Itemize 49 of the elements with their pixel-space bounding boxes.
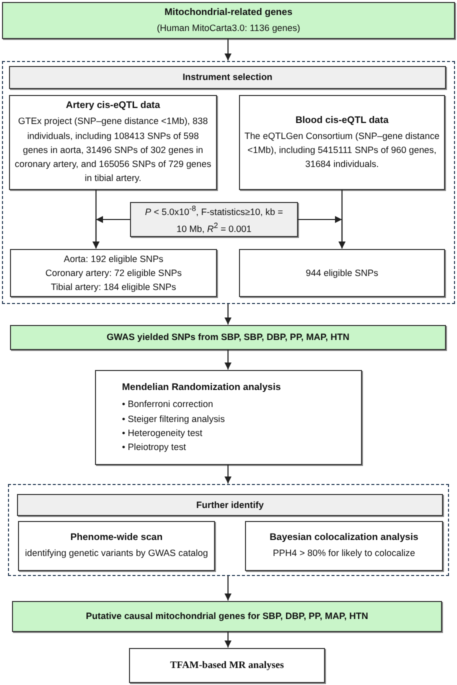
box-text: Tibial artery: 184 eligible SNPs [50, 281, 176, 294]
arrow [298, 216, 346, 248]
section-header-box [17, 494, 443, 516]
dashed-group-frame [2, 61, 455, 304]
box-text: GWAS yielded SNPs from SBP, SBP, DBP, PP, MAP, HTN [106, 331, 350, 344]
arrow [92, 216, 130, 248]
process-box [95, 370, 362, 465]
bullet-item: • Heterogeneity test [122, 426, 202, 440]
box-text: The eQTLGen Consortium (SNP–gene distance <1Mb), including 5415111 SNPs of 960 genes, 31684 individuals. [244, 130, 440, 172]
process-box [18, 521, 215, 571]
arrow [224, 576, 232, 600]
box-text: (Human MitoCarta3.0: 1136 genes) [156, 22, 300, 35]
stage-box [2, 2, 455, 39]
box-text: identifying genetic variants by GWAS catalog [25, 547, 208, 560]
process-box [239, 95, 445, 190]
arrow [224, 39, 232, 60]
box-text: Instrument selection [182, 71, 272, 84]
box-text: PPH4 > 80% for likely to colocalize [272, 547, 416, 560]
box-text: Coronary artery: 72 eligible SNPs [45, 266, 182, 280]
bullet-item: • Bonferroni correction [122, 398, 214, 412]
stage-box [12, 601, 442, 632]
bullet-item: • Steiger filtering analysis [122, 412, 225, 426]
box-heading: Artery cis-eQTL data [66, 99, 160, 114]
arrow [224, 350, 232, 370]
arrow [224, 632, 232, 648]
box-heading: Mitochondrial-related genes [164, 6, 292, 20]
box-text: Further identify [196, 498, 264, 512]
box-text: GTEx project (SNP–gene distance <1Mb), 838 individuals, including 108413 SNPs of 598 genes in aorta, 31496 SNPs of 302 genes in coronary artery, and 165056 SNPs of 729 genes in tibial artery. [14, 115, 212, 186]
box-text: Aorta: 192 eligible SNPs [64, 252, 164, 266]
stage-box [10, 325, 446, 350]
box-text: TFAM-based MR analyses [170, 658, 284, 673]
process-box [239, 249, 445, 297]
box-text: P < 5.0x10$^{-8}$, F-statistics≥10, kb = 10 Mb, R$^{2}$ = 0.001 [145, 203, 283, 236]
section-header-box [9, 66, 446, 89]
arrow [224, 304, 232, 324]
box-heading: Phenome-wide scan [70, 531, 163, 546]
box-heading: Blood cis-eQTL data [295, 114, 389, 128]
box-heading: Mendelian Randomization analysis [122, 380, 281, 395]
arrow [224, 465, 232, 484]
process-box [129, 648, 325, 683]
box-text: Putative causal mitochondrial genes for SBP, DBP, PP, MAP, HTN [86, 610, 368, 624]
dashed-group-frame [8, 484, 449, 576]
process-box [10, 249, 217, 297]
process-box [9, 95, 217, 190]
box-heading: Bayesian colocalization analysis [270, 531, 418, 546]
box-text: 944 eligible SNPs [306, 266, 378, 280]
bullet-item: • Pleiotropy test [122, 441, 186, 454]
process-box [245, 521, 443, 571]
section-header-box [130, 202, 298, 237]
